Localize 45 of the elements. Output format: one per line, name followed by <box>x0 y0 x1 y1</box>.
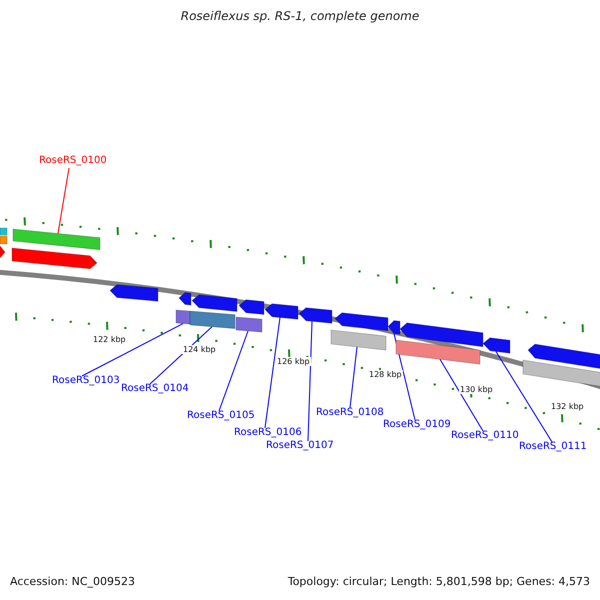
gene-feature <box>0 236 8 244</box>
gene-feature <box>110 284 158 302</box>
leader-line <box>264 317 280 428</box>
gene-feature <box>330 330 386 350</box>
leader-line <box>58 168 70 234</box>
leader-line <box>82 323 184 376</box>
gene-label: RoseRS_0100 <box>39 155 107 166</box>
gene-label: RoseRS_0107 <box>266 440 334 451</box>
gene-label: RoseRS_0103 <box>52 375 120 386</box>
gene-feature <box>12 228 100 250</box>
scale-label: 124 kbp <box>182 345 217 354</box>
scale-label: 128 kbp <box>368 370 403 379</box>
gene-feature <box>190 310 236 329</box>
gene-feature <box>482 337 510 354</box>
footer-text: Topology: circular; Length: 5,801,598 bp; Genes: 4,573 <box>288 575 590 588</box>
gene-label: RoseRS_0111 <box>519 441 587 452</box>
scale-label: 122 kbp <box>92 335 127 344</box>
footer-text: Accession: NC_009523 <box>10 575 136 588</box>
gene-feature <box>0 228 8 236</box>
gene-feature <box>396 340 480 364</box>
scale-label: 126 kbp <box>276 357 311 366</box>
gene-feature <box>176 310 190 324</box>
scale-label: 130 kbp <box>459 385 494 394</box>
leader-line <box>350 346 358 408</box>
leader-line <box>440 358 484 432</box>
gene-feature <box>236 316 262 332</box>
gene-label: RoseRS_0105 <box>187 410 255 421</box>
gene-label: RoseRS_0106 <box>234 427 302 438</box>
gene-label: RoseRS_0110 <box>451 430 519 441</box>
gene-feature <box>0 244 6 259</box>
leader-line <box>496 351 552 442</box>
gene-feature <box>264 303 298 320</box>
gene-label: RoseRS_0108 <box>316 407 384 418</box>
gene-feature <box>12 248 98 270</box>
gene-label: RoseRS_0109 <box>383 419 451 430</box>
gene-feature <box>528 344 600 370</box>
leader-line <box>150 326 212 384</box>
scale-label: 132 kbp <box>550 402 585 411</box>
leader-line <box>308 320 312 442</box>
diagram-title: Roseiflexus sp. RS-1, complete genome <box>180 9 420 23</box>
gene-feature <box>298 307 332 324</box>
gene-feature <box>522 360 600 388</box>
gene-label: RoseRS_0104 <box>121 383 189 394</box>
leader-line <box>218 330 248 412</box>
gene-feature <box>238 299 264 315</box>
